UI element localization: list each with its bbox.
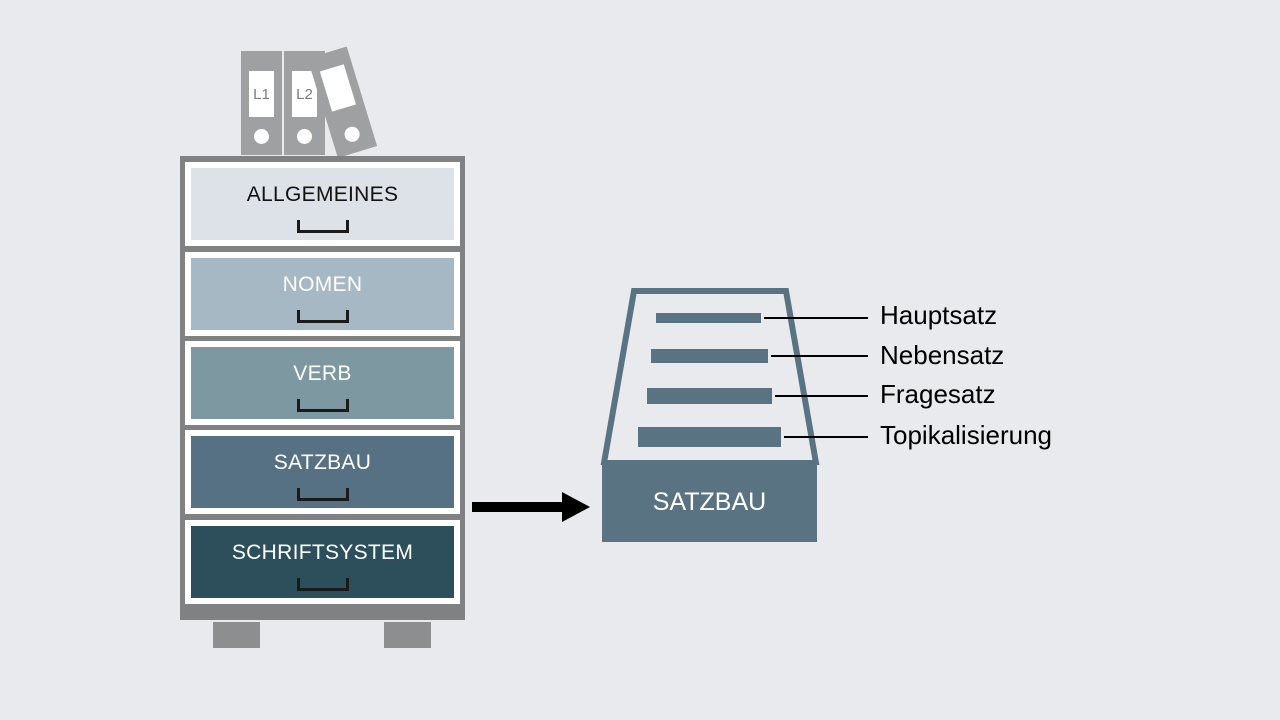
drawer-handle-icon: [296, 488, 349, 501]
cabinet-foot-right: [384, 622, 431, 648]
arrow-right-icon: [562, 492, 590, 522]
drawer-label: ALLGEMEINES: [246, 183, 399, 206]
drawer-handle-icon: [296, 220, 349, 233]
drawer-face: NOMEN: [191, 258, 454, 330]
index-card-topikalisierung: [638, 427, 781, 447]
drawer-face: SCHRIFTSYSTEM: [191, 526, 454, 598]
binder-ring-icon: [342, 124, 362, 144]
cabinet-foot-left: [213, 622, 260, 648]
drawer-face: SATZBAU: [191, 436, 454, 508]
index-card-fragesatz: [647, 388, 772, 404]
binder-ring-icon: [254, 129, 269, 144]
drawer-verb[interactable]: VERB: [185, 341, 460, 425]
drawer-face: VERB: [191, 347, 454, 419]
card-label-nebensatz: Nebensatz: [880, 340, 1005, 370]
index-card-hauptsatz: [656, 313, 761, 323]
drawer-satzbau[interactable]: SATZBAU: [185, 430, 460, 514]
drawer-label: SCHRIFTSYSTEM: [231, 541, 414, 564]
index-card-nebensatz: [651, 349, 768, 363]
drawer-handle-icon: [296, 578, 349, 591]
drawer-allgemeines[interactable]: ALLGEMEINES: [185, 162, 460, 246]
drawer-schriftsystem[interactable]: SCHRIFTSYSTEM: [185, 520, 460, 604]
binder-label: L1: [249, 71, 274, 117]
card-label-topikalisierung: Topikalisierung: [880, 420, 1052, 450]
card-label-fragesatz: Fragesatz: [880, 379, 996, 409]
drawer-nomen[interactable]: NOMEN: [185, 252, 460, 336]
drawer-handle-icon: [296, 399, 349, 412]
open-drawer-front: SATZBAU: [602, 462, 817, 542]
binder-label: [319, 64, 357, 112]
drawer-label: SATZBAU: [273, 451, 372, 474]
file-cabinet: ALLGEMEINES NOMEN VERB SATZBAU SCHRIFTSY…: [180, 156, 465, 620]
binder-l1: L1: [241, 51, 282, 155]
open-drawer-label: SATZBAU: [652, 487, 767, 516]
card-label-hauptsatz: Hauptsatz: [880, 300, 998, 330]
drawer-face: ALLGEMEINES: [191, 168, 454, 240]
drawer-label: NOMEN: [282, 273, 363, 296]
drawer-handle-icon: [296, 310, 349, 323]
arrow-shaft: [472, 502, 568, 512]
binder-ring-icon: [297, 129, 312, 144]
drawer-label: VERB: [293, 362, 352, 385]
